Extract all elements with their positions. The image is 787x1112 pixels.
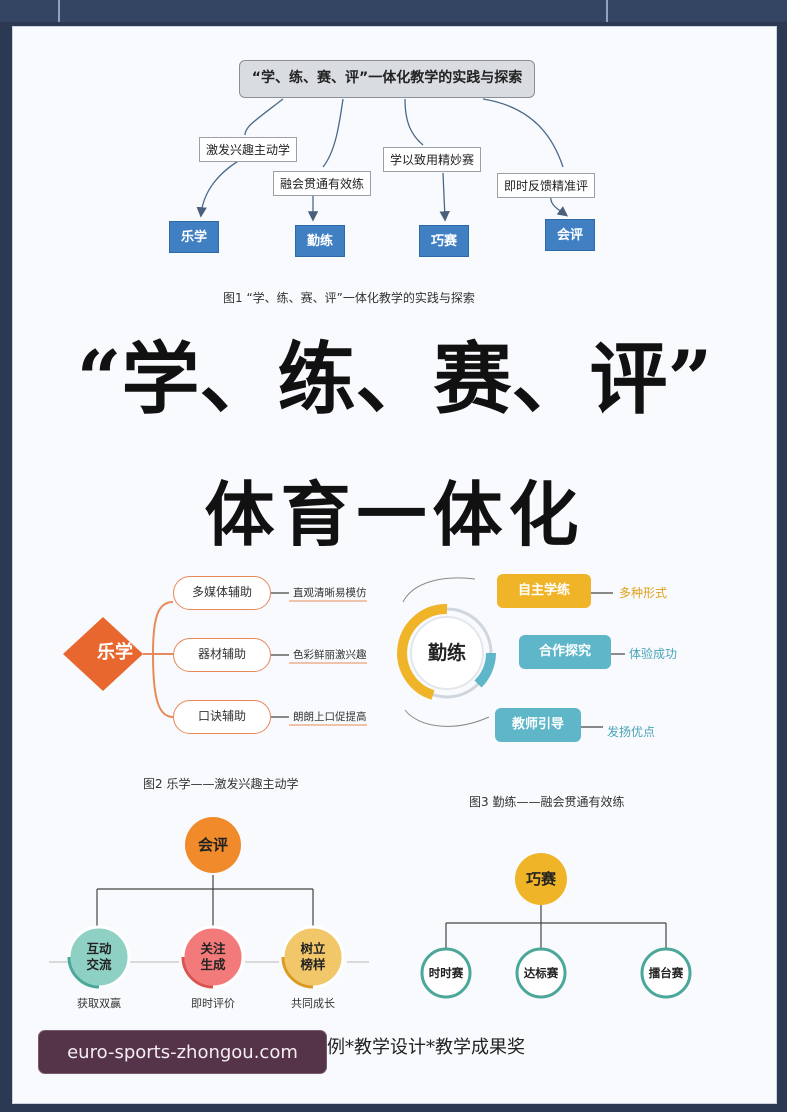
diagram1-leaf: 巧赛 (419, 225, 469, 257)
lexue-diamond (63, 617, 143, 691)
diagram2-note: 直观清晰易模仿 (293, 587, 367, 599)
bottom-tagline: 课题*案例*教学设计*教学成果奖 (264, 1037, 525, 1058)
connector-lines (49, 98, 692, 999)
main-title-line2: 体育一体化 (204, 474, 585, 556)
diagram1-leaf: 会评 (545, 219, 595, 251)
diagram4-sub: 共同成长 (291, 997, 335, 1010)
diagram2-note: 色彩鲜丽激兴趣 (293, 649, 367, 661)
diagram1-root: “学、练、赛、评”一体化教学的实践与探索 (239, 60, 535, 98)
diagram3-center: 勤练 (427, 642, 466, 664)
diagram3-item: 自主学练 (497, 574, 591, 608)
top-bar-divider (606, 0, 608, 22)
diagram1-branch-label: 学以致用精妙赛 (383, 147, 482, 172)
diagram4-sub: 即时评价 (191, 997, 235, 1010)
diagram2-center: 乐学 (97, 642, 133, 663)
diagram3-item: 教师引导 (495, 708, 581, 742)
diagram4-item: 关注 生成 (200, 941, 226, 972)
diagram2-item: 口诀辅助 (173, 700, 271, 734)
watermark-link[interactable]: euro-sports-zhongou.com (38, 1030, 327, 1074)
diagram3-caption: 图3 勤练——融会贯通有效练 (469, 795, 625, 809)
diagram5-root: 巧赛 (525, 870, 556, 888)
diagram3-note: 发扬优点 (607, 725, 656, 739)
diagram2-note: 朗朗上口促提高 (293, 711, 367, 723)
qiaosai-circle (515, 853, 567, 905)
diagram1-branch-label: 融会贯通有效练 (273, 171, 372, 196)
diagram4-item: 树立 榜样 (300, 941, 326, 972)
diagram2-item: 多媒体辅助 (173, 576, 271, 610)
diagram1-branch-label: 激发兴趣主动学 (199, 137, 298, 162)
diagram5-item: 擂台赛 (648, 966, 684, 980)
diagram4-root: 会评 (197, 836, 228, 854)
diagram5-item: 达标赛 (523, 966, 559, 980)
diagram1-branch-label: 即时反馈精准评 (497, 173, 596, 198)
document-page: “学、练、赛、评”一体化教学的实践与探索 激发兴趣主动学 融会贯通有效练 学以致… (12, 26, 777, 1104)
diagram4-item: 互动 交流 (86, 941, 112, 972)
huiping-circle (185, 817, 241, 873)
diagram3-note: 体验成功 (629, 647, 678, 661)
diagram1-leaf: 乐学 (169, 221, 219, 253)
diagram1-caption: 图1 “学、练、赛、评”一体化教学的实践与探索 (223, 291, 475, 305)
diagram2-caption: 图2 乐学——激发兴趣主动学 (143, 777, 299, 791)
top-bar (0, 0, 787, 22)
diagram4-sub: 获取双赢 (77, 997, 121, 1010)
main-title-line1: “学、练、赛、评” (76, 334, 713, 425)
diagram3-note: 多种形式 (619, 586, 668, 600)
top-bar-divider (58, 0, 60, 22)
diagram2-item: 器材辅助 (173, 638, 271, 672)
diagram1-leaf: 勤练 (295, 225, 345, 257)
diagram5-item: 时时赛 (428, 966, 464, 980)
diagram3-item: 合作探究 (519, 635, 611, 669)
